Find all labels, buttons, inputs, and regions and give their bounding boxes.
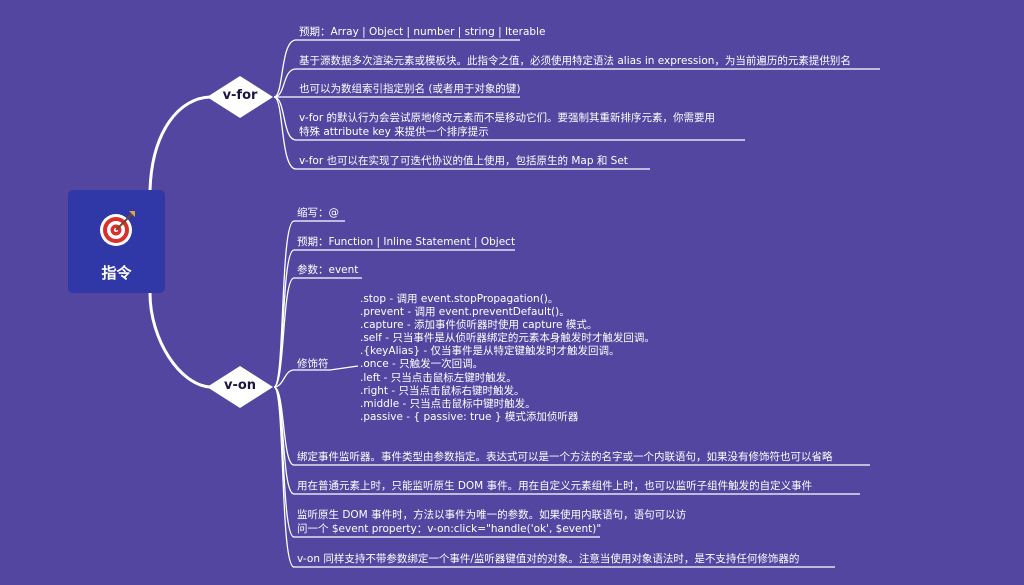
- von-item-native-dom: 用在普通元素上时，只能监听原生 DOM 事件。用在自定义元素组件上时，也可以监听…: [297, 480, 813, 492]
- von-item-modifiers-label: 修饰符: [297, 358, 329, 370]
- modifier-keyalias: .{keyAlias} - 仅当事件是从特定键触发时才触发回调。: [360, 345, 620, 358]
- modifier-self: .self - 只当事件是从侦听器绑定的元素本身触发时才触发回调。: [360, 332, 655, 345]
- vfor-item-iterable: v-for 也可以在实现了可迭代协议的值上使用，包括原生的 Map 和 Set: [299, 155, 628, 167]
- von-item-argument: 参数：event: [297, 264, 359, 276]
- vfor-item-key-hint: 特殊 attribute key 来提供一个排序提示: [299, 126, 489, 138]
- von-item-shorthand: 缩写：@: [297, 207, 339, 219]
- von-item-object-syntax: v-on 同样支持不带参数绑定一个事件/监听器键值对的对象。注意当使用对象语法时…: [297, 553, 800, 565]
- modifier-passive: .passive - { passive: true } 模式添加侦听器: [360, 410, 579, 423]
- von-label: v-on: [223, 378, 257, 393]
- modifier-stop: .stop - 调用 event.stopPropagation()。: [360, 293, 559, 305]
- modifier-once: .once - 只触发一次回调。: [360, 358, 484, 371]
- von-modifiers-list: .stop - 调用 event.stopPropagation()。 .pre…: [360, 293, 655, 424]
- root-node[interactable]: 指令: [68, 190, 165, 293]
- modifier-prevent: .prevent - 调用 event.preventDefault()。: [360, 306, 570, 319]
- modifier-capture: .capture - 添加事件侦听器时使用 capture 模式。: [360, 319, 598, 332]
- von-item-event-arg-1: 监听原生 DOM 事件时，方法以事件为唯一的参数。如果使用内联语句，语句可以访: [297, 509, 687, 521]
- vfor-node[interactable]: v-for: [206, 75, 274, 119]
- modifier-left: .left - 只当点击鼠标左键时触发。: [360, 371, 517, 384]
- modifier-middle: .middle - 只当点击鼠标中键时触发。: [360, 397, 536, 410]
- vfor-label: v-for: [222, 88, 258, 103]
- von-item-binding: 绑定事件监听器。事件类型由参数指定。表达式可以是一个方法的名字或一个内联语句，如…: [297, 451, 833, 463]
- vfor-item-description: 基于源数据多次渲染元素或模板块。此指令之值，必须使用特定语法 alias in …: [299, 55, 851, 67]
- target-dart-icon: [100, 211, 135, 246]
- vfor-item-default-behavior: v-for 的默认行为会尝试原地修改元素而不是移动它们。要强制其重新排序元素，你…: [299, 112, 715, 124]
- vfor-item-expects: 预期：Array | Object | number | string | It…: [299, 26, 546, 38]
- modifier-right: .right - 只当点击鼠标右键时触发。: [360, 384, 525, 397]
- root-label: 指令: [101, 264, 132, 282]
- vfor-item-index-alias: 也可以为数组索引指定别名 (或者用于对象的键): [299, 83, 521, 95]
- von-item-event-arg-2: 问一个 $event property：v-on:click="handle('…: [297, 523, 602, 535]
- von-item-expects: 预期：Function | Inline Statement | Object: [297, 236, 516, 248]
- von-node[interactable]: v-on: [206, 365, 274, 409]
